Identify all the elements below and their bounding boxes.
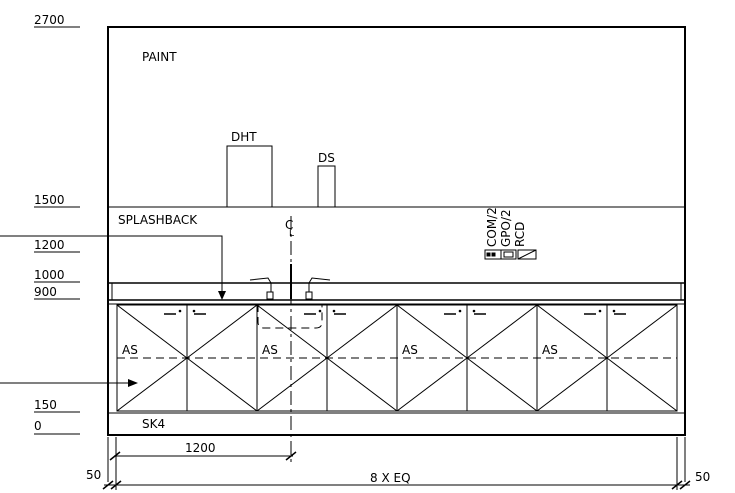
leader-arrows — [0, 235, 226, 387]
ds-unit: DS — [317, 151, 336, 208]
sink-outline — [257, 304, 323, 329]
right-offset-dimension: 50 — [695, 470, 710, 484]
dht-label: DHT — [231, 130, 257, 144]
cabinet-label: AS — [402, 343, 418, 357]
gpo-label: GPO/2 — [499, 209, 513, 247]
bay-width-dimension: 1200 — [185, 441, 216, 455]
level-label-1200: 1200 — [34, 238, 65, 252]
paint-label: PAINT — [142, 50, 177, 64]
centerline-subscript: L — [289, 229, 294, 239]
benchtop — [107, 282, 686, 305]
dht-unit: DHT — [226, 130, 273, 208]
cabinet-label: AS — [262, 343, 278, 357]
left-offset-dimension: 50 — [86, 468, 101, 482]
dimension-lines: 1200 50 50 8 X EQ — [86, 437, 710, 490]
rcd-label: RCD — [513, 222, 527, 247]
level-label-1000: 1000 — [34, 268, 65, 282]
cabinet-label: AS — [542, 343, 558, 357]
ds-label: DS — [318, 151, 335, 165]
wall-outline — [107, 26, 686, 436]
level-label-1500: 1500 — [34, 193, 65, 207]
level-markers: 2700 1500 1200 1000 900 150 0 — [34, 13, 80, 435]
kickboard-label: SK4 — [142, 417, 165, 431]
tapware — [249, 264, 331, 300]
com-label: COM/2 — [485, 207, 499, 247]
level-label-150: 150 — [34, 398, 57, 412]
centerline-symbol: C — [285, 218, 293, 232]
door-handles — [164, 309, 626, 315]
level-label-900: 900 — [34, 285, 57, 299]
spacing-dimension: 8 X EQ — [370, 471, 411, 485]
cabinet-label: AS — [122, 343, 138, 357]
power-outlets: COM/2 GPO/2 RCD — [484, 207, 537, 260]
cabinet-run: AS AS AS AS — [116, 304, 678, 412]
level-label-0: 0 — [34, 419, 42, 433]
level-label-2700: 2700 — [34, 13, 65, 27]
centerline: C L — [285, 216, 294, 462]
splashback-label: SPLASHBACK — [118, 213, 198, 227]
